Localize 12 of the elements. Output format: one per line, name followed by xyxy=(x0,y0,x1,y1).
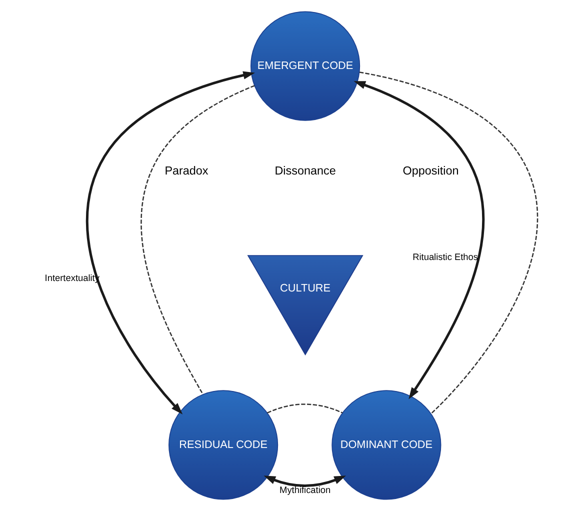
arrow xyxy=(263,476,346,487)
arrow xyxy=(85,71,254,414)
label: Dissonance xyxy=(274,164,336,178)
label: Opposition xyxy=(402,164,458,178)
label: Paradox xyxy=(164,164,208,178)
node-circle: EMERGENT CODE xyxy=(250,11,360,121)
edge-label: Mythification xyxy=(279,485,330,496)
arrow xyxy=(353,81,484,400)
connector xyxy=(140,85,254,395)
edge-label: Ritualistic Ethos xyxy=(412,252,478,262)
connector xyxy=(358,72,538,414)
connector xyxy=(266,404,342,414)
